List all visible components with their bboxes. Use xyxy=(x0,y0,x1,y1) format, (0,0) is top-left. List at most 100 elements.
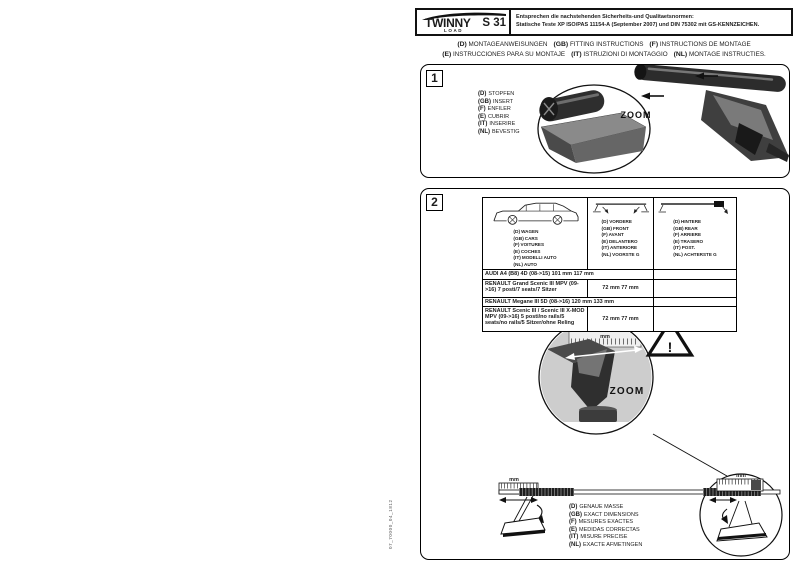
ruler-unit-label: mm xyxy=(736,473,746,479)
instructions-title: (D) MONTAGEANWEISUNGEN(GB) FITTING INSTR… xyxy=(415,40,793,59)
rear-measure-cell xyxy=(653,296,737,307)
instruction-item: (F) INSTRUCTIONS DE MONTAGE xyxy=(649,41,751,48)
language-label: (IT)MODELLI AUTO xyxy=(513,255,557,262)
exact-dimensions-labels: (D)GENAUE MASSE(GB)EXACT DIMENSIONS(F)ME… xyxy=(569,504,642,550)
bar-end-cap-illustration xyxy=(539,90,647,163)
instruction-item: (NL) MONTAGE INSTRUCTIES. xyxy=(673,50,766,58)
model-number: S 31 xyxy=(482,17,506,29)
car-column-labels: (D)WAGEN(GB)CARS(F)VOITURES(E)COCHES(IT)… xyxy=(513,229,556,268)
zoom-connector-line xyxy=(652,433,728,477)
warning-mark: ! xyxy=(668,339,673,355)
rear-bar-column-header: (D)HINTERE(GB)REAR(F)ARRIERE(E)TRASERO(I… xyxy=(653,196,737,271)
brand-name: TWINNY xyxy=(425,16,471,30)
front-bar-column-labels: (D)VORDERE(GB)FRONT(F)AVANT(E)DELANTERO(… xyxy=(602,219,640,258)
clamp-measure-photo xyxy=(540,322,652,422)
brand-subname: LOAD xyxy=(444,28,464,33)
language-label: (E)TRASERO xyxy=(673,238,704,245)
document-header: TWINNY LOAD S 31 Entsprechen die nachste… xyxy=(415,8,793,36)
arrow-left-icon xyxy=(641,92,664,100)
double-arrow-icon xyxy=(499,497,538,503)
language-label: (D)WAGEN xyxy=(513,229,539,236)
car-model-cell: RENAULT Scenic III / Scenic III X-MOD MP… xyxy=(482,305,588,332)
table-header-row: (D)WAGEN(GB)CARS(F)VOITURES(E)COCHES(IT)… xyxy=(482,196,737,271)
language-label: (NL)BEVESTIG xyxy=(478,128,520,135)
car-model-cell: RENAULT Grand Scenic III MPV (09->16) 7 … xyxy=(482,278,588,298)
language-label: (D)STOPFEN xyxy=(478,91,515,97)
norms-line-2: Statische Teste XP ISO/PAS 11154-A (Sept… xyxy=(516,22,760,28)
arrow-left-icon xyxy=(695,72,718,80)
language-label: (IT)MISURE PRECISE xyxy=(569,534,628,541)
instruction-item: (GB) FITTING INSTRUCTIONS xyxy=(553,41,644,48)
language-label: (GB)FRONT xyxy=(601,225,629,232)
rear-measure-cell xyxy=(653,269,737,280)
language-label: (F)ENFILER xyxy=(478,106,511,113)
left-foot-illustration xyxy=(500,495,546,537)
table-row: RENAULT Grand Scenic III MPV (09->16) 7 … xyxy=(482,278,737,298)
language-label: (GB)REAR xyxy=(673,225,698,232)
language-label: (E)COCHES xyxy=(513,248,541,255)
double-arrow-icon xyxy=(709,497,737,503)
language-label: (D)HINTERE xyxy=(673,219,702,226)
zoom-measure-circle: mm ZOOM xyxy=(538,319,654,435)
zoom-label: ZOOM xyxy=(610,386,645,397)
front-measure-cell: 72 mm 77 mm xyxy=(587,305,654,332)
zoom-detail-circle: ZOOM xyxy=(537,84,652,174)
instruction-item: (IT) ISTRUZIONI DI MONTAGGIO xyxy=(571,50,668,58)
rear-measure-cell xyxy=(653,305,737,332)
zoom-label: ZOOM xyxy=(621,110,652,120)
language-label: (F)AVANT xyxy=(601,232,624,239)
car-model-cell: RENAULT Megane III 5D (08->16) 120 mm 13… xyxy=(482,296,654,307)
language-label: (F)MESURES EXACTES xyxy=(569,519,634,526)
norms-line-1: Entsprechen die nachstehenden Sicherheit… xyxy=(516,14,694,20)
language-label: (F)VOITURES xyxy=(513,242,545,249)
instructions-line-1: (D) MONTAGEANWEISUNGEN(GB) FITTING INSTR… xyxy=(415,40,793,50)
language-label: (GB)CARS xyxy=(513,235,538,242)
language-label: (IT)INSERIRE xyxy=(478,121,516,128)
step-2-panel: 2 (D)WAGEN(GB)CARS(F)VOITURES(E)COCHES(I… xyxy=(420,188,790,560)
language-label: (IT)ANTERIORE xyxy=(601,245,638,252)
front-bar-column-header: (D)VORDERE(GB)FRONT(F)AVANT(E)DELANTERO(… xyxy=(587,196,654,271)
language-label: (F)ARRIERE xyxy=(673,232,702,239)
document-number: 07_70000_04_1812 xyxy=(388,499,393,549)
language-label: (E)MEDIDAS CORRECTAS xyxy=(569,526,640,533)
warning-icon: ! xyxy=(645,318,695,357)
step-1-language-labels: (D)STOPFEN(GB)INSERT(F)ENFILER(E)CUBRIR(… xyxy=(478,91,520,137)
language-label: (NL)VOORSTE G xyxy=(601,251,640,258)
step-1-illustration: ZOOM xyxy=(537,65,789,174)
language-label: (GB)EXACT DIMENSIONS xyxy=(569,511,639,518)
language-label: (NL)AUTO xyxy=(513,261,537,268)
table-row: RENAULT Scenic III / Scenic III X-MOD MP… xyxy=(482,305,737,332)
step-1-number: 1 xyxy=(426,70,443,87)
logo-swoosh-icon xyxy=(422,12,506,20)
language-label: (D)VORDERE xyxy=(601,219,632,226)
car-icon xyxy=(493,202,579,225)
right-foot-illustration xyxy=(716,500,768,542)
rear-crossbar-icon xyxy=(658,201,728,214)
language-label: (NL)ACHTERSTE G xyxy=(673,251,717,258)
language-label: (D)GENAUE MASSE xyxy=(569,504,624,510)
table-row: AUDI A4 (B8) 4D (08->15) 101 mm 117 mm xyxy=(482,269,737,280)
rear-measure-cell xyxy=(653,278,737,298)
language-label: (GB)INSERT xyxy=(478,98,514,105)
language-label: (NL)EXACTE AFMETINGEN xyxy=(569,541,643,548)
language-label: (E)DELANTERO xyxy=(601,238,638,245)
car-column-header: (D)WAGEN(GB)CARS(F)VOITURES(E)COCHES(IT)… xyxy=(482,196,588,271)
fitment-table: (D)WAGEN(GB)CARS(F)VOITURES(E)COCHES(IT)… xyxy=(482,196,737,332)
norms-statement: Entsprechen die nachstehenden Sicherheit… xyxy=(511,8,793,36)
language-label: (IT)POST. xyxy=(673,245,695,252)
instruction-item: (E) INSTRUCCIONES PARA SU MONTAJE xyxy=(442,50,566,58)
language-label: (E)CUBRIR xyxy=(478,113,510,120)
roof-bar-photo xyxy=(634,65,789,162)
step-2-illustration: mm ZOOM ! mm xyxy=(498,318,783,557)
ruler-unit-label: mm xyxy=(509,477,519,483)
instructions-line-2: (E) INSTRUCCIONES PARA SU MONTAJE (IT) IS… xyxy=(415,50,793,60)
table-row: RENAULT Megane III 5D (08->16) 120 mm 13… xyxy=(482,296,737,307)
brand-logo: TWINNY LOAD S 31 xyxy=(415,8,511,36)
ruler-unit-label: mm xyxy=(600,334,610,340)
crossbar-diagram: mm m xyxy=(498,473,783,557)
step-1-panel: 1 (D)STOPFEN(GB)INSERT(F)ENFILER(E)CUBRI… xyxy=(420,64,790,178)
front-crossbar-icon xyxy=(592,203,649,214)
front-measure-cell: 72 mm 77 mm xyxy=(587,278,654,298)
car-model-cell: AUDI A4 (B8) 4D (08->15) 101 mm 117 mm xyxy=(482,269,654,280)
rear-bar-column-labels: (D)HINTERE(GB)REAR(F)ARRIERE(E)TRASERO(I… xyxy=(673,219,717,258)
